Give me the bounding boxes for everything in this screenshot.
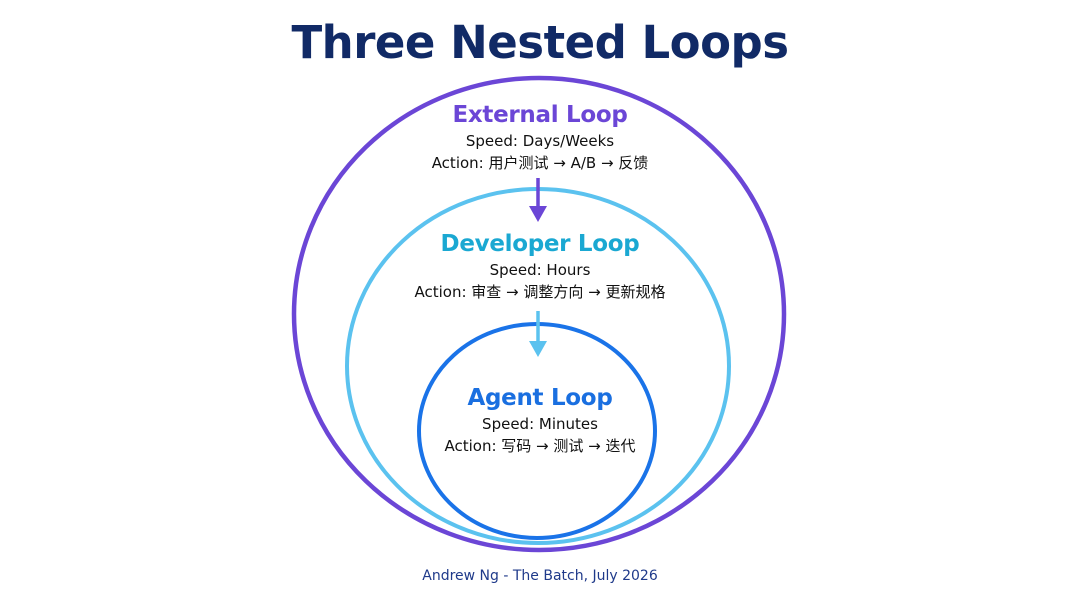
attribution-footer: Andrew Ng - The Batch, July 2026 [422, 568, 658, 584]
agent-loop-label-group: Agent Loop Speed: Minutes Action: 写码 → 测… [290, 383, 790, 457]
external-loop-label-group: External Loop Speed: Days/Weeks Action: … [290, 100, 790, 174]
agent-loop-speed: Speed: Minutes [482, 415, 598, 433]
external-loop-action: Action: 用户测试 → A/B → 反馈 [431, 154, 649, 172]
developer-loop-action: Action: 审查 → 调整方向 → 更新规格 [414, 283, 666, 301]
agent-loop-action: Action: 写码 → 测试 → 迭代 [444, 437, 636, 455]
external-to-developer-arrow [529, 178, 547, 222]
developer-to-agent-arrow [529, 311, 547, 357]
external-loop-heading: External Loop [452, 102, 628, 128]
external-loop-circle [291, 75, 787, 553]
developer-loop-speed: Speed: Hours [489, 261, 591, 279]
developer-loop-heading: Developer Loop [440, 231, 640, 257]
agent-loop-heading: Agent Loop [467, 385, 613, 411]
developer-loop-label-group: Developer Loop Speed: Hours Action: 审查 →… [290, 229, 790, 303]
page-title: Three Nested Loops [291, 16, 789, 69]
external-loop-speed: Speed: Days/Weeks [465, 132, 615, 150]
